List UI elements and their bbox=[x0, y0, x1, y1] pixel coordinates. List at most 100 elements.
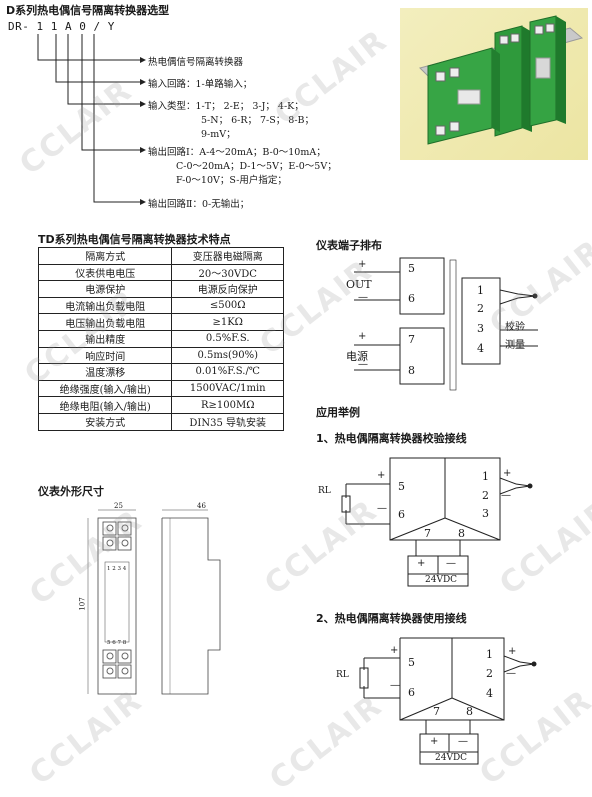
calib-label: 校验 bbox=[505, 322, 525, 333]
spec-row: 绝缘强度(输入/输出)1500VAC/1min bbox=[37, 379, 284, 398]
spec-param: 隔离方式 bbox=[37, 247, 173, 265]
selection-title: D系列热电偶信号隔离转换器选型 bbox=[6, 4, 170, 17]
terminal-3: 3 bbox=[477, 322, 484, 335]
spec-row: 电流输出负载电阻≤500Ω bbox=[37, 296, 284, 315]
spec-param: 电压输出负载电阻 bbox=[37, 313, 173, 331]
terminal-7: 7 bbox=[408, 333, 415, 346]
selection-line-7: C-0～20mA；D-1～5V；E-0～5V； bbox=[176, 161, 337, 172]
case1-plus-1: + bbox=[503, 468, 512, 479]
spec-param: 温度漂移 bbox=[37, 363, 173, 381]
power-plus: + bbox=[358, 331, 367, 342]
application-title: 应用举例 bbox=[316, 406, 360, 419]
model-code: DR- 1 1 A 0 / Y bbox=[8, 20, 115, 33]
selection-line-5: 9-mV； bbox=[201, 129, 236, 140]
spec-title: TD系列热电偶信号隔离转换器技术特点 bbox=[38, 233, 231, 246]
spec-value: DIN35 导轨安装 bbox=[171, 412, 284, 431]
terminal-5: 5 bbox=[408, 262, 415, 275]
case1-plus-5: + bbox=[377, 470, 386, 481]
out-label: OUT bbox=[346, 278, 372, 291]
selection-line-8: F-0～10V；S-用户指定； bbox=[176, 175, 287, 186]
case2-t6: 6 bbox=[408, 686, 415, 699]
dim-depth: 46 bbox=[197, 502, 206, 510]
spec-param: 电流输出负载电阻 bbox=[37, 296, 173, 315]
spec-value: 1500VAC/1min bbox=[171, 379, 284, 398]
spec-row: 隔离方式变压器电磁隔离 bbox=[37, 247, 284, 265]
dims-title: 仪表外形尺寸 bbox=[38, 485, 104, 498]
dim-height: 107 bbox=[78, 597, 87, 611]
spec-param: 绝缘强度(输入/输出) bbox=[37, 379, 173, 398]
case1-supply-minus: — bbox=[446, 558, 456, 569]
spec-param: 响应时间 bbox=[37, 346, 173, 365]
case2-plus-1: + bbox=[508, 646, 517, 657]
spec-value: 20～30VDC bbox=[171, 263, 284, 282]
spec-param: 仪表供电电压 bbox=[37, 263, 173, 282]
selection-line-2: 输入回路：1-单路输入； bbox=[148, 79, 253, 90]
dimension-drawing bbox=[87, 509, 221, 695]
din-rail-modules-image bbox=[419, 15, 584, 145]
case2-t7: 7 bbox=[433, 705, 440, 718]
case2-minus-6: — bbox=[390, 680, 400, 691]
case1-t7: 7 bbox=[424, 527, 431, 540]
product-photo bbox=[400, 8, 588, 160]
terminal-8: 8 bbox=[408, 364, 415, 377]
spec-value: 变压器电磁隔离 bbox=[171, 247, 284, 265]
out-plus: + bbox=[358, 259, 367, 270]
spec-value: 电源反向保护 bbox=[171, 280, 284, 298]
case2-minus-2: — bbox=[506, 668, 516, 679]
case2-rl: RL bbox=[336, 670, 349, 680]
terminal-title: 仪表端子排布 bbox=[316, 239, 382, 252]
case2-supply-plus: + bbox=[430, 736, 439, 747]
spec-value: ≥1KΩ bbox=[171, 313, 284, 331]
measure-label: 测量 bbox=[505, 340, 525, 351]
terminal-2: 2 bbox=[477, 302, 484, 315]
case2-supply-minus: — bbox=[458, 736, 468, 747]
out-minus: — bbox=[358, 292, 368, 303]
case1-rl: RL bbox=[318, 486, 331, 496]
case1-t8: 8 bbox=[458, 527, 465, 540]
selection-line-9: 输出回路Ⅱ：0-无输出； bbox=[148, 199, 250, 210]
case2-t1: 1 bbox=[486, 648, 493, 661]
dim-bottom-terminals: 5 6 7 8 bbox=[107, 640, 127, 646]
spec-param: 输出精度 bbox=[37, 329, 173, 348]
spec-value: ≤500Ω bbox=[171, 296, 284, 315]
terminal-6: 6 bbox=[408, 292, 415, 305]
terminal-4: 4 bbox=[477, 342, 484, 355]
spec-value: 0.01%F.S./℃ bbox=[171, 363, 284, 381]
case1-t2: 2 bbox=[482, 489, 489, 502]
spec-param: 绝缘电阻(输入/输出) bbox=[37, 396, 173, 414]
case1-minus-6: — bbox=[377, 503, 387, 514]
power-minus: — bbox=[358, 359, 368, 370]
selection-line-4: 5-N； 6-R； 7-S； 8-B； bbox=[201, 115, 315, 126]
terminal-diagram bbox=[354, 257, 538, 391]
case1-title: 1、热电偶隔离转换器校验接线 bbox=[316, 432, 467, 445]
spec-param: 安装方式 bbox=[37, 412, 173, 431]
case2-t2: 2 bbox=[486, 667, 493, 680]
case1-t5: 5 bbox=[398, 480, 405, 493]
spec-value: R≥100MΩ bbox=[171, 396, 284, 414]
power-label: 电源 bbox=[346, 350, 368, 363]
terminal-1: 1 bbox=[477, 284, 484, 297]
case2-plus-5: + bbox=[390, 645, 399, 656]
selection-tree-lines bbox=[37, 34, 146, 205]
case1-t6: 6 bbox=[398, 508, 405, 521]
case2-diagram bbox=[359, 637, 537, 765]
spec-param: 电源保护 bbox=[37, 280, 173, 298]
spec-value: 0.5ms(90%) bbox=[171, 346, 284, 365]
selection-line-6: 输出回路Ⅰ：A-4～20mA；B-0～10mA； bbox=[148, 147, 326, 158]
dim-top-terminals: 1 2 3 4 bbox=[107, 566, 127, 572]
spec-row: 绝缘电阻(输入/输出)R≥100MΩ bbox=[37, 396, 284, 414]
case1-supply: 24VDC bbox=[425, 575, 458, 585]
case1-supply-plus: + bbox=[417, 558, 426, 569]
selection-line-3: 输入类型：1-T； 2-E； 3-J； 4-K； bbox=[148, 101, 304, 112]
case1-diagram bbox=[341, 457, 533, 587]
spec-row: 电源保护电源反向保护 bbox=[37, 280, 284, 298]
spec-value: 0.5%F.S. bbox=[171, 329, 284, 348]
case2-t8: 8 bbox=[466, 705, 473, 718]
case1-t3: 3 bbox=[482, 507, 489, 520]
case2-title: 2、热电偶隔离转换器使用接线 bbox=[316, 612, 467, 625]
